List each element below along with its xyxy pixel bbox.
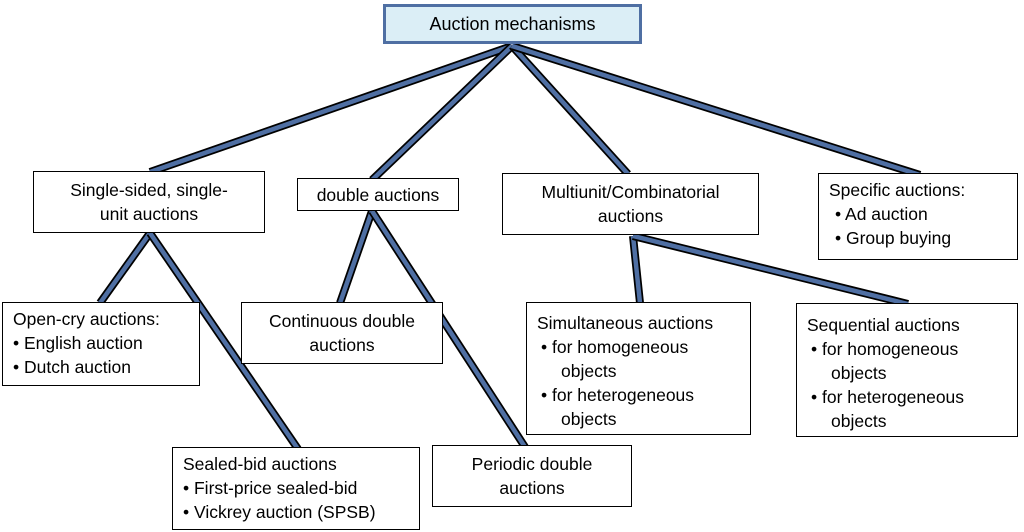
- list-item: • First-price sealed-bid: [183, 478, 358, 498]
- node-auction-mechanisms: Auction mechanisms: [383, 4, 642, 44]
- node-double-auctions: double auctions: [297, 178, 459, 211]
- list-item: objects: [561, 409, 617, 429]
- node-single-sided: Single-sided, single- unit auctions: [33, 171, 265, 233]
- node-title: Open-cry auctions:: [13, 309, 160, 329]
- list-item: objects: [831, 363, 887, 383]
- node-line: auctions: [597, 206, 664, 226]
- node-line: auctions: [499, 478, 565, 498]
- node-line: Single-sided, single-: [70, 180, 228, 200]
- edge-single-sided-open-cry-fill: [98, 231, 152, 305]
- node-specific-auctions: Specific auctions: • Ad auction • Group …: [818, 173, 1018, 260]
- list-item: • for heterogeneous: [541, 385, 695, 405]
- list-item: objects: [561, 361, 617, 381]
- node-line: Periodic double: [471, 454, 593, 474]
- node-line: Continuous double: [269, 311, 415, 331]
- list-item: • for heterogeneous: [811, 387, 965, 407]
- list-item: objects: [831, 411, 887, 431]
- list-item: • for homogeneous: [811, 339, 959, 359]
- node-title: Specific auctions:: [829, 180, 966, 200]
- list-item: • English auction: [13, 333, 143, 353]
- node-sealed-bid: Sealed-bid auctions • First-price sealed…: [172, 447, 420, 530]
- edge-multiunit-sequential-fill: [632, 233, 909, 307]
- node-label: double auctions: [316, 184, 440, 205]
- edge-single-sided-sealed-bid-fill: [148, 231, 300, 451]
- edge-double-periodic-fill: [370, 209, 527, 449]
- edge-root-single-sided-fill: [149, 43, 513, 175]
- node-periodic-double: Periodic double auctions: [432, 445, 632, 507]
- node-continuous-double: Continuous double auctions: [241, 302, 443, 364]
- edge-multiunit-simultaneous-fill: [630, 235, 643, 304]
- node-line: Multiunit/Combinatorial: [541, 182, 720, 202]
- list-item: • Dutch auction: [13, 357, 131, 377]
- edge-double-continuous-fill: [337, 210, 375, 304]
- node-title: Sealed-bid auctions: [183, 454, 337, 474]
- node-label: Auction mechanisms: [429, 14, 596, 34]
- node-line: unit auctions: [99, 204, 199, 224]
- node-title: Sequential auctions: [807, 315, 960, 335]
- list-item: • Vickrey auction (SPSB): [183, 502, 376, 522]
- list-item: • for homogeneous: [541, 337, 689, 357]
- edge-root-multiunit-fill: [510, 44, 630, 176]
- node-sequential: Sequential auctions • for homogeneous ob…: [796, 303, 1018, 437]
- edge-root-double-fill: [370, 44, 514, 182]
- edge-root-specific-fill: [511, 43, 921, 178]
- node-title: Simultaneous auctions: [537, 313, 714, 333]
- list-item: • Ad auction: [835, 204, 928, 224]
- node-simultaneous: Simultaneous auctions • for homogeneous …: [526, 302, 751, 435]
- list-item: • Group buying: [835, 228, 952, 248]
- node-line: auctions: [309, 335, 375, 355]
- node-multiunit-combinatorial: Multiunit/Combinatorial auctions: [502, 173, 759, 235]
- node-open-cry: Open-cry auctions: • English auction • D…: [2, 302, 200, 386]
